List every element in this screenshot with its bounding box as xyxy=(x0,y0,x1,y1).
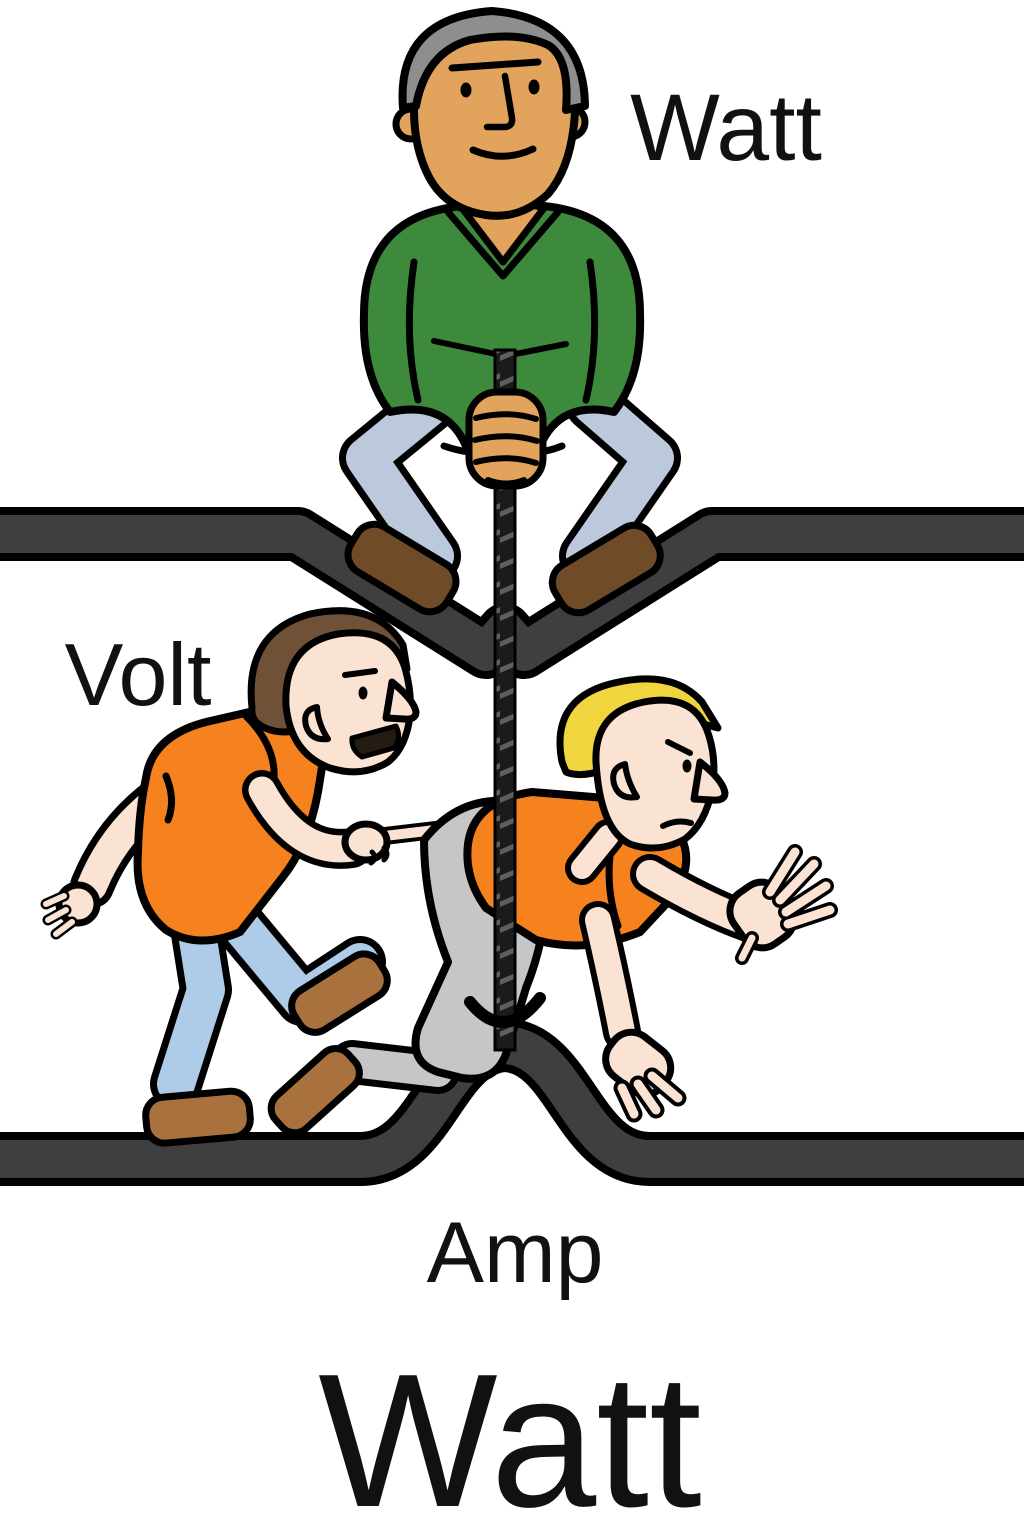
rope xyxy=(464,348,546,1052)
amp-brow xyxy=(665,739,693,756)
watt-nose xyxy=(483,72,516,131)
watt-right-shoe xyxy=(548,521,664,617)
volt-curled-fingers xyxy=(368,845,390,866)
watt-fist-fingers xyxy=(472,411,540,487)
watt-brow xyxy=(448,58,542,72)
amp-character xyxy=(267,675,838,1137)
amp-eye xyxy=(682,759,692,773)
amp-down-arm xyxy=(579,901,687,1123)
volt-pointing-arm xyxy=(242,770,461,869)
amp-neck xyxy=(565,819,625,885)
amp-nose xyxy=(690,758,729,804)
volt-brow xyxy=(342,668,378,678)
amp-rear-shin xyxy=(330,1040,460,1094)
watt-mouth xyxy=(469,145,537,160)
watt-left-eye xyxy=(460,82,472,98)
watt-character xyxy=(339,7,681,617)
amp-rear-shoe xyxy=(267,1045,363,1137)
rope-coil xyxy=(464,992,546,1028)
volt-back-hand-fingers xyxy=(40,890,78,940)
caption-title: Watt xyxy=(318,1335,702,1536)
label-volt: Volt xyxy=(65,625,212,724)
volt-rear-shoe xyxy=(288,950,391,1036)
volt-ear xyxy=(302,704,331,743)
watt-left-leg xyxy=(339,377,461,583)
volt-sleeve-seam xyxy=(162,772,175,824)
volt-palm xyxy=(341,820,391,864)
watt-hair xyxy=(398,7,589,114)
amp-ear xyxy=(610,761,640,801)
watt-collar-seam xyxy=(444,208,562,280)
amp-open-fingers xyxy=(735,844,838,965)
volt-eye xyxy=(358,686,368,700)
amp-mouth xyxy=(660,818,694,829)
label-amp: Amp xyxy=(427,1205,604,1301)
amp-down-fingers xyxy=(613,1067,687,1123)
volt-head xyxy=(247,607,420,776)
watt-left-shoe xyxy=(344,520,460,616)
volt-front-shoe xyxy=(142,1087,254,1147)
watt-fist xyxy=(465,388,547,490)
watt-head xyxy=(392,7,589,220)
volt-mouth xyxy=(349,723,402,760)
volt-nose xyxy=(382,678,420,723)
amp-forward-arm xyxy=(630,844,838,965)
watt-right-eye xyxy=(528,79,540,95)
volt-character xyxy=(40,607,461,1147)
watt-right-leg xyxy=(559,377,681,583)
label-watt-top: Watt xyxy=(630,75,822,181)
amp-head xyxy=(556,675,729,852)
